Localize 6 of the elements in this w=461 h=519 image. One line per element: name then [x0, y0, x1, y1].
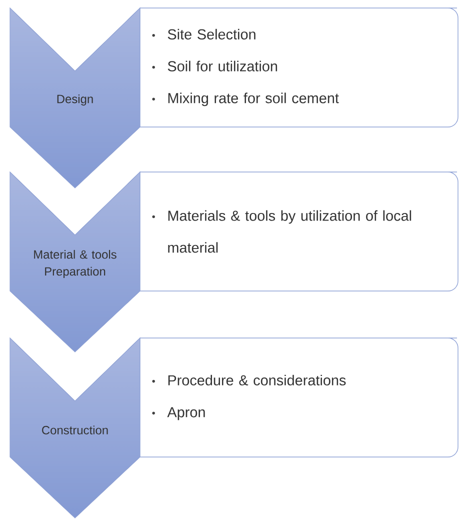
chevron-step: Material & tools Preparation — [10, 171, 140, 352]
text-box: Materials & tools by utilization of local material — [140, 172, 458, 292]
text-box: Procedure & considerations Apron — [140, 338, 458, 458]
chevron-step: Design — [10, 7, 140, 188]
chevron-step: Construction — [10, 337, 140, 518]
text-box: Site Selection Soil for utilization Mixing rate for soil cement — [140, 8, 458, 128]
